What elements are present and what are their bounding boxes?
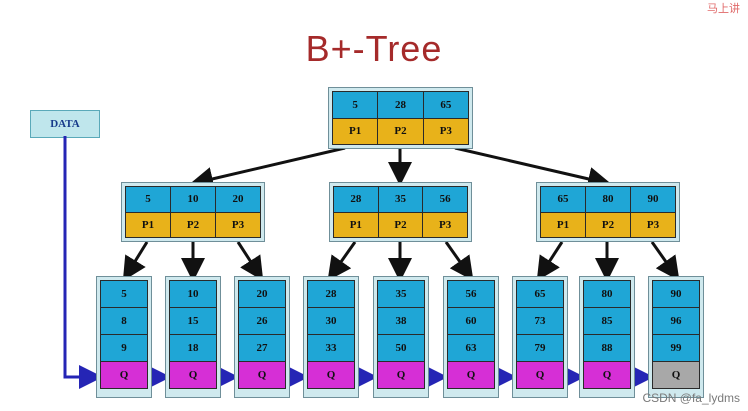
leaf-key: 96 xyxy=(652,307,700,334)
internal-key: 28 xyxy=(333,186,379,213)
internal-ptr: P1 xyxy=(333,211,379,238)
leaf-key: 33 xyxy=(307,334,355,361)
internal1-edge-1 xyxy=(122,241,149,282)
leaf-key: 18 xyxy=(169,334,217,361)
leaf-node-5: 35 38 50 Q xyxy=(373,276,429,398)
internal-node-1: 5 10 20 P1 P2 P3 xyxy=(121,182,265,242)
internal-node-2: 28 35 56 P1 P2 P3 xyxy=(329,182,472,242)
leaf-link-q: Q xyxy=(307,361,355,389)
internal2-edge-3 xyxy=(444,241,474,281)
internal-key: 10 xyxy=(170,186,216,213)
root-ptr-2: P2 xyxy=(377,117,424,145)
internal-key: 80 xyxy=(585,186,631,213)
internal3-edge-3 xyxy=(650,241,680,281)
internal2-edge-1 xyxy=(327,241,357,281)
leaf-link-q: Q xyxy=(100,361,148,389)
internal-key: 20 xyxy=(215,186,261,213)
root-key-2: 28 xyxy=(377,91,424,119)
diagram-title: B+-Tree xyxy=(305,28,443,69)
leaf-link-q: Q xyxy=(516,361,564,389)
leaf-key: 15 xyxy=(169,307,217,334)
leaf-key: 99 xyxy=(652,334,700,361)
root-key-1: 5 xyxy=(331,91,379,119)
data-link-path xyxy=(63,136,103,389)
internal-ptr: P3 xyxy=(215,211,261,238)
leaf-node-9: 90 96 99 Q xyxy=(648,276,704,398)
leaf-key: 88 xyxy=(583,334,631,361)
leaf-key: 27 xyxy=(238,334,286,361)
root-ptr-1: P1 xyxy=(331,117,379,145)
root-key-3: 65 xyxy=(422,91,470,119)
leaf-key: 60 xyxy=(447,307,495,334)
root-node: 5 28 65 P1 P2 P3 xyxy=(328,87,473,149)
internal-ptr: P3 xyxy=(630,211,676,238)
internal-ptr: P2 xyxy=(585,211,631,238)
watermark: CSDN @fa_lydms xyxy=(642,391,740,405)
leaf-key: 90 xyxy=(652,280,700,307)
leaf-key: 10 xyxy=(169,280,217,307)
leaf-key: 8 xyxy=(100,307,148,334)
leaf-link-q: Q xyxy=(377,361,425,389)
internal-ptr: P2 xyxy=(170,211,216,238)
internal3-edge-1 xyxy=(536,241,564,282)
leaf-key: 73 xyxy=(516,307,564,334)
internal-key: 35 xyxy=(377,186,424,213)
leaf-node-7: 65 73 79 Q xyxy=(512,276,568,398)
leaf-key: 85 xyxy=(583,307,631,334)
internal-ptr: P2 xyxy=(377,211,424,238)
leaf-key: 5 xyxy=(100,280,148,307)
leaf-link-q: Q xyxy=(447,361,495,389)
leaf-key: 28 xyxy=(307,280,355,307)
leaf-key: 63 xyxy=(447,334,495,361)
leaf-key: 50 xyxy=(377,334,425,361)
leaf-node-4: 28 30 33 Q xyxy=(303,276,359,398)
root-ptr-3: P3 xyxy=(422,117,470,145)
leaf-key: 56 xyxy=(447,280,495,307)
leaf-key: 65 xyxy=(516,280,564,307)
leaf-key: 20 xyxy=(238,280,286,307)
leaf-link-q-last: Q xyxy=(652,361,700,389)
internal1-edge-3 xyxy=(236,241,264,282)
leaf-node-2: 10 15 18 Q xyxy=(165,276,221,398)
leaf-key: 9 xyxy=(100,334,148,361)
internal-node-3: 65 80 90 P1 P2 P3 xyxy=(536,182,680,242)
leaf-key: 80 xyxy=(583,280,631,307)
root-edge-3 xyxy=(454,146,612,191)
leaf-node-8: 80 85 88 Q xyxy=(579,276,635,398)
leaf-link-q: Q xyxy=(238,361,286,389)
internal-ptr: P1 xyxy=(125,211,171,238)
internal-key: 90 xyxy=(630,186,676,213)
leaf-node-1: 5 8 9 Q xyxy=(96,276,152,398)
corner-logo: 马上讲 xyxy=(707,2,740,15)
leaf-key: 26 xyxy=(238,307,286,334)
leaf-key: 35 xyxy=(377,280,425,307)
leaf-node-3: 20 26 27 Q xyxy=(234,276,290,398)
internal-key: 56 xyxy=(422,186,468,213)
leaf-key: 30 xyxy=(307,307,355,334)
leaf-key: 38 xyxy=(377,307,425,334)
leaf-node-6: 56 60 63 Q xyxy=(443,276,499,398)
root-edge-1 xyxy=(189,146,346,191)
internal-ptr: P3 xyxy=(422,211,468,238)
leaf-key: 79 xyxy=(516,334,564,361)
internal-ptr: P1 xyxy=(540,211,586,238)
internal-key: 5 xyxy=(125,186,171,213)
leaf-link-q: Q xyxy=(583,361,631,389)
leaf-link-q: Q xyxy=(169,361,217,389)
internal-key: 65 xyxy=(540,186,586,213)
